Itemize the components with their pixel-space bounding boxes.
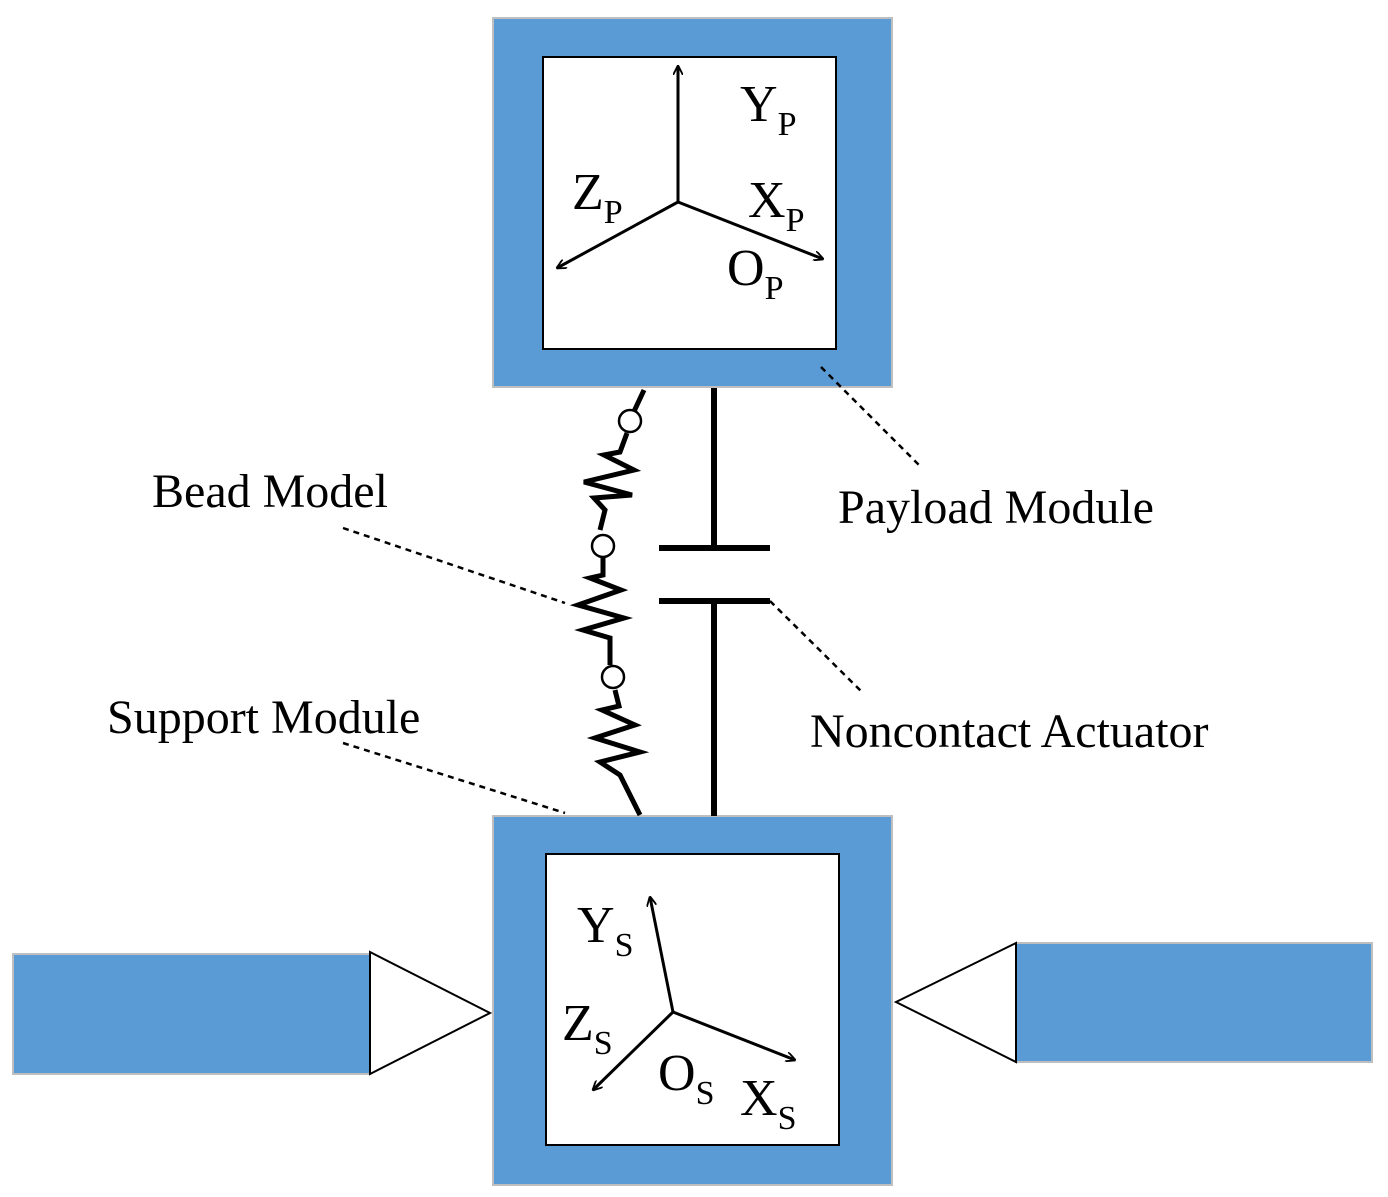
left-pusher-tip: [369, 950, 493, 1076]
leader-lines: [342, 366, 921, 815]
bead-model-label: Bead Model: [152, 465, 388, 518]
spring-upper: [583, 432, 642, 531]
spring-middle: [569, 558, 634, 665]
payload-origin-label: OP: [727, 240, 783, 307]
payload-x-label: XP: [748, 172, 804, 239]
right-pusher-tip: [893, 941, 1017, 1064]
support-x-label: XS: [740, 1070, 796, 1137]
bead-1: [617, 408, 643, 434]
support-module: YS ZS OS XS: [492, 815, 893, 1186]
support-z-axis: [593, 1010, 675, 1090]
payload-module-inner: [542, 56, 837, 350]
spring-lower: [586, 689, 650, 817]
support-x-axis: [672, 1010, 795, 1060]
right-actuator-pusher: [893, 941, 1373, 1064]
left-pusher-bar: [12, 953, 371, 1075]
support-module-inner: [545, 853, 840, 1146]
bead-leader: [342, 526, 566, 605]
support-leader: [342, 741, 566, 815]
payload-x-axis: [677, 200, 823, 259]
payload-z-label: ZP: [572, 164, 623, 231]
payload-module: YP ZP XP OP: [492, 17, 893, 388]
left-actuator-pusher: [12, 950, 493, 1076]
right-pusher-bar: [1015, 942, 1373, 1063]
noncontact-actuator: [659, 388, 770, 816]
bead-3: [600, 664, 626, 690]
support-y-label: YS: [577, 897, 633, 964]
support-y-axis: [650, 897, 675, 1013]
actuator-leader: [769, 600, 864, 694]
support-module-label: Support Module: [107, 691, 420, 744]
payload-module-label: Payload Module: [838, 481, 1154, 534]
payload-leader: [820, 366, 921, 467]
bead-2: [590, 533, 616, 559]
bead-chain: [569, 388, 650, 817]
support-z-label: ZS: [562, 995, 613, 1062]
support-origin-label: OS: [658, 1045, 714, 1112]
payload-y-label: YP: [740, 76, 796, 143]
payload-z-axis: [557, 200, 679, 268]
noncontact-actuator-label: Noncontact Actuator: [810, 705, 1209, 758]
